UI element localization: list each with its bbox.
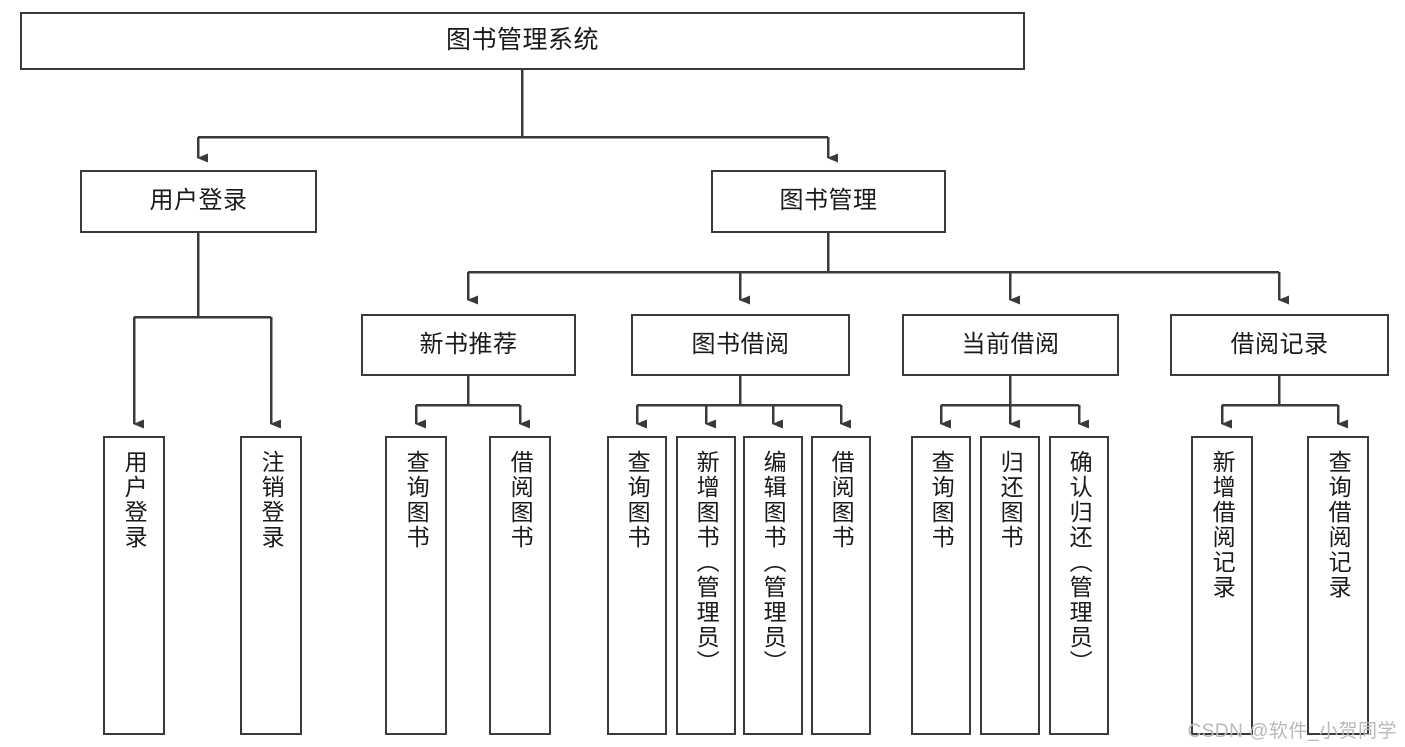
node-current-borrow[interactable]: 当前借阅 [902, 314, 1119, 376]
leaf-borrow-query-book[interactable]: 查询图书 [607, 436, 667, 735]
leaf-borrow-query-book-label: 查询图书 [624, 450, 651, 550]
leaf-record-add-record-label: 新增借阅记录 [1209, 450, 1236, 600]
node-book-borrow[interactable]: 图书借阅 [631, 314, 850, 376]
leaf-current-query-book[interactable]: 查询图书 [911, 436, 971, 735]
leaf-current-confirm-return-admin-label: 确认归还（管理员） [1066, 450, 1093, 675]
leaf-newbook-query-book-label: 查询图书 [403, 450, 430, 550]
leaf-current-confirm-return-admin[interactable]: 确认归还（管理员） [1049, 436, 1109, 735]
node-borrow-record[interactable]: 借阅记录 [1170, 314, 1389, 376]
node-book-management-label: 图书管理 [779, 187, 878, 215]
node-root-book-management-system[interactable]: 图书管理系统 [20, 12, 1025, 70]
leaf-newbook-query-book[interactable]: 查询图书 [385, 436, 447, 735]
node-root-label: 图书管理系统 [445, 26, 599, 55]
node-user-login-label: 用户登录 [149, 187, 248, 215]
leaf-record-add-record[interactable]: 新增借阅记录 [1191, 436, 1253, 735]
leaf-record-query-record[interactable]: 查询借阅记录 [1307, 436, 1369, 735]
node-new-book-recommend-label: 新书推荐 [419, 330, 518, 358]
leaf-newbook-borrow-book-label: 借阅图书 [507, 450, 534, 550]
leaf-logout-label: 注销登录 [258, 450, 285, 550]
node-book-management[interactable]: 图书管理 [711, 170, 946, 233]
leaf-current-query-book-label: 查询图书 [928, 450, 955, 550]
leaf-current-return-book-label: 归还图书 [997, 450, 1024, 550]
leaf-user-login-label: 用户登录 [121, 450, 148, 550]
leaf-borrow-borrow-book-label: 借阅图书 [828, 450, 855, 550]
leaf-newbook-borrow-book[interactable]: 借阅图书 [489, 436, 551, 735]
node-current-borrow-label: 当前借阅 [961, 330, 1060, 358]
leaf-record-query-record-label: 查询借阅记录 [1325, 450, 1352, 600]
leaf-borrow-edit-book-admin-label: 编辑图书（管理员） [760, 450, 787, 675]
node-new-book-recommend[interactable]: 新书推荐 [361, 314, 576, 376]
leaf-borrow-borrow-book[interactable]: 借阅图书 [811, 436, 871, 735]
node-book-borrow-label: 图书借阅 [691, 330, 790, 358]
leaf-user-login[interactable]: 用户登录 [103, 436, 165, 735]
node-user-login[interactable]: 用户登录 [80, 170, 317, 233]
leaf-borrow-edit-book-admin[interactable]: 编辑图书（管理员） [743, 436, 803, 735]
leaf-current-return-book[interactable]: 归还图书 [980, 436, 1040, 735]
leaf-borrow-add-book-admin[interactable]: 新增图书（管理员） [676, 436, 736, 735]
leaf-logout[interactable]: 注销登录 [240, 436, 302, 735]
node-borrow-record-label: 借阅记录 [1230, 330, 1329, 358]
leaf-borrow-add-book-admin-label: 新增图书（管理员） [693, 450, 720, 675]
